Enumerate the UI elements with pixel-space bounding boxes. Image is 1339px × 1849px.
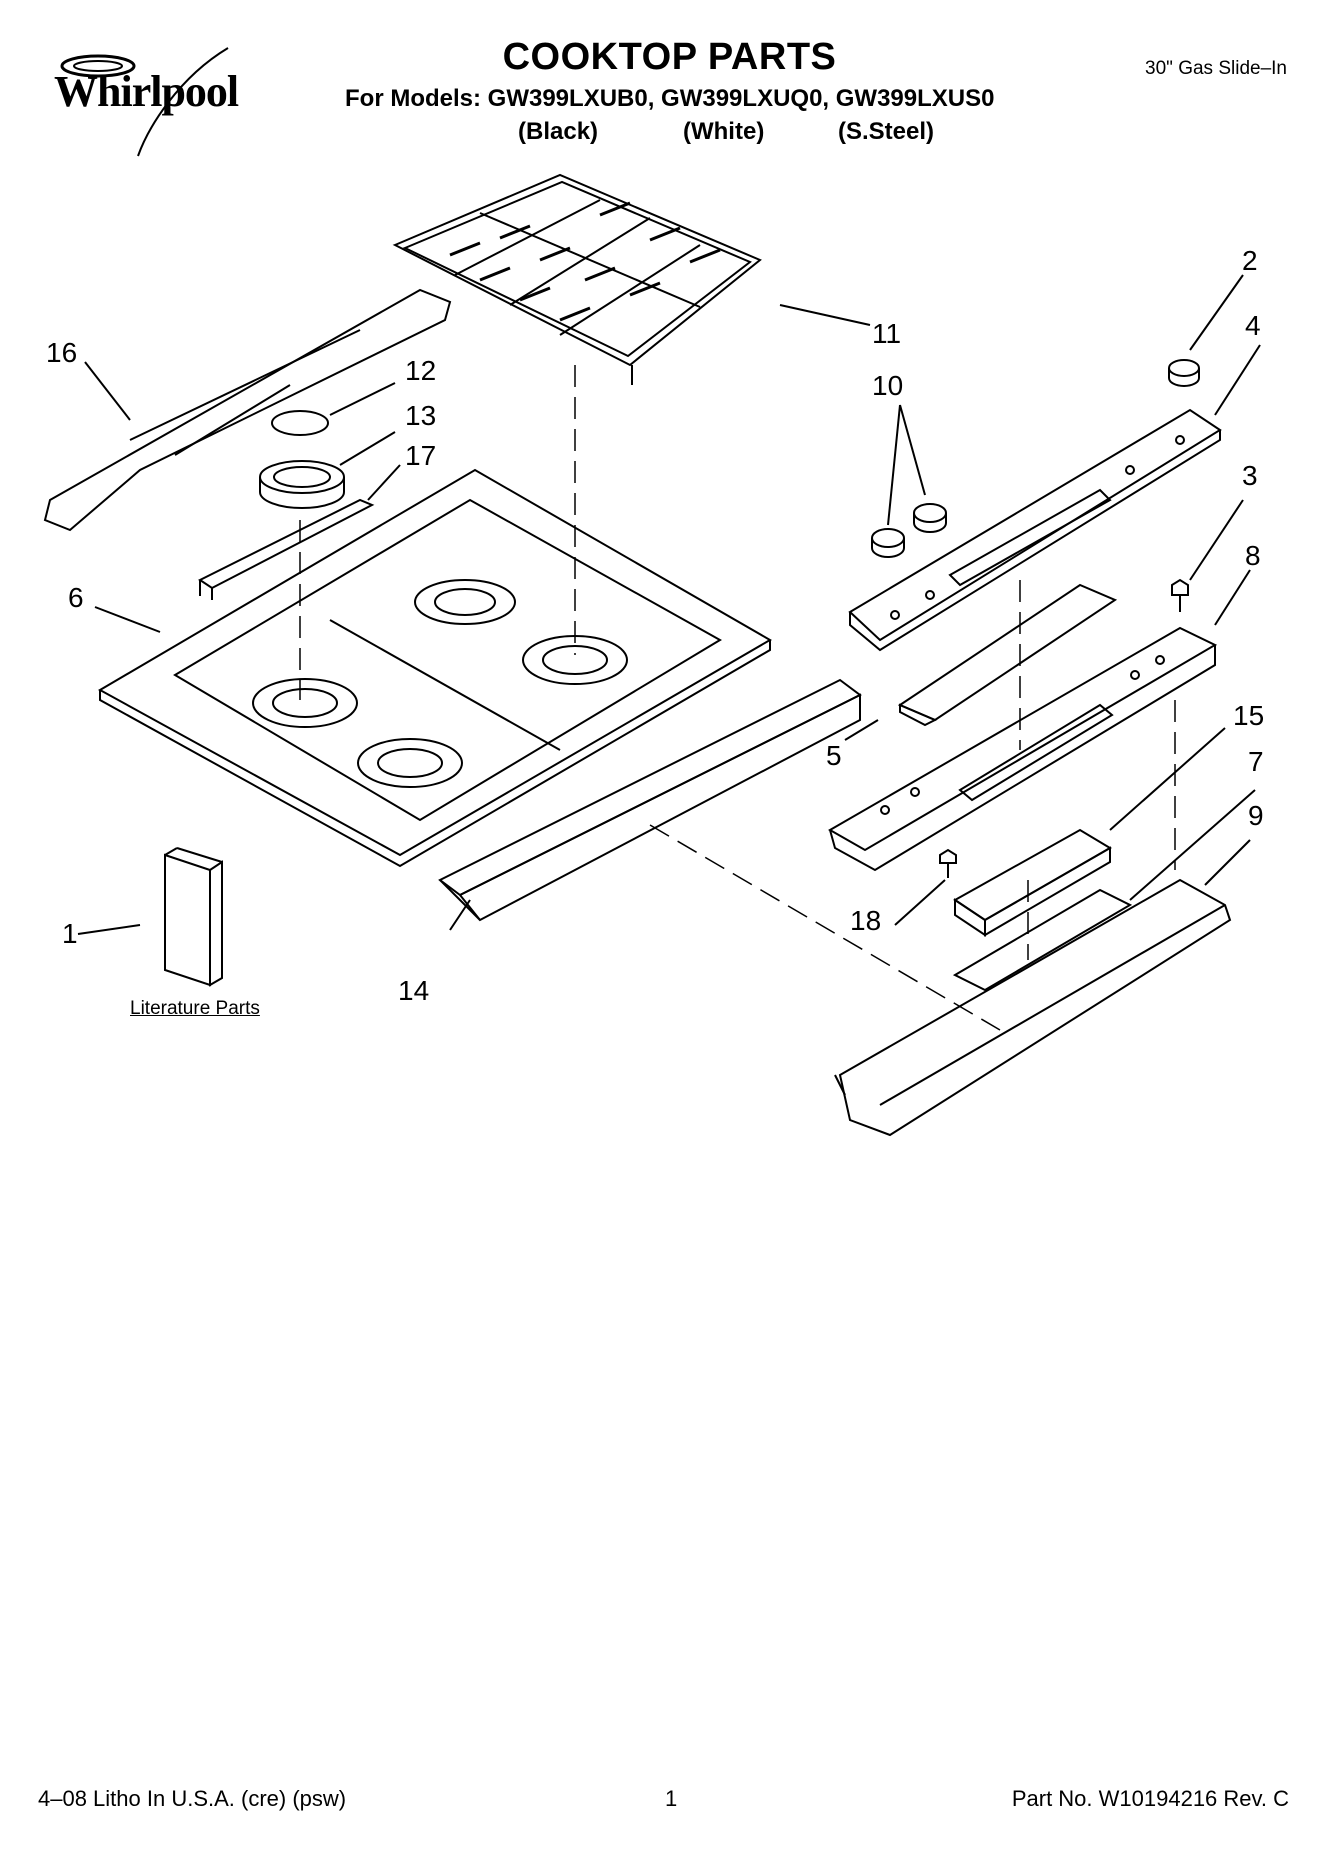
callout-16: 16 <box>46 337 78 368</box>
variant-white: (White) <box>683 118 765 145</box>
brand-wordmark: Whirlpool <box>54 67 239 116</box>
callout-14: 14 <box>398 975 430 1006</box>
control-panel-lower-part <box>827 578 1218 872</box>
callout-1: 1 <box>62 918 78 949</box>
burner-cap-part <box>271 410 329 436</box>
range-series: 30" Gas Slide–In <box>1145 58 1287 79</box>
assembly-guide-lines <box>299 365 1176 1031</box>
footer-print-info: 4–08 Litho In U.S.A. (cre) (psw) <box>38 1786 347 1811</box>
burner-base-part <box>259 460 345 509</box>
callout-9: 9 <box>1248 800 1264 831</box>
callout-leader-arrows <box>77 274 1261 935</box>
callout-11: 11 <box>872 318 902 349</box>
cooktop-part <box>97 468 772 868</box>
whirlpool-logo: Whirlpool <box>28 38 268 158</box>
control-overlay-part <box>897 583 1118 727</box>
models-line: For Models: GW399LXUB0, GW399LXUQ0, GW39… <box>345 85 995 112</box>
callout-17: 17 <box>405 440 437 471</box>
variant-black: (Black) <box>518 118 599 145</box>
callout-6: 6 <box>68 582 84 613</box>
callout-7: 7 <box>1248 746 1264 777</box>
rear-channel-part <box>438 678 862 922</box>
knob-parts <box>871 359 1200 558</box>
callout-5: 5 <box>826 740 842 771</box>
vent-trim-part <box>43 288 452 532</box>
control-panel-upper-part <box>848 408 1222 652</box>
callout-13: 13 <box>405 400 437 431</box>
callout-12: 12 <box>405 355 437 386</box>
grate-part <box>392 173 762 385</box>
literature-part <box>164 847 223 987</box>
variant-steel: (S.Steel) <box>838 118 935 145</box>
callout-2: 2 <box>1242 245 1258 276</box>
lower-trim-part <box>834 878 1232 1137</box>
page-number: 1 <box>665 1786 678 1811</box>
callout-18: 18 <box>850 905 882 936</box>
part-number: Part No. W10194216 Rev. C <box>1011 1786 1289 1811</box>
insulator-part <box>952 888 1133 992</box>
literature-parts-label: Literature Parts <box>130 998 260 1019</box>
logo-swirl-icon <box>60 47 229 157</box>
callout-3: 3 <box>1242 460 1258 491</box>
control-board-part <box>953 828 1112 937</box>
callout-15: 15 <box>1233 700 1265 731</box>
page-title: COOKTOP PARTS <box>502 36 837 78</box>
callout-4: 4 <box>1245 310 1261 341</box>
bracket-part <box>198 498 375 600</box>
callout-8: 8 <box>1245 540 1261 571</box>
screw-part <box>939 848 957 878</box>
callout-10: 10 <box>872 370 904 401</box>
